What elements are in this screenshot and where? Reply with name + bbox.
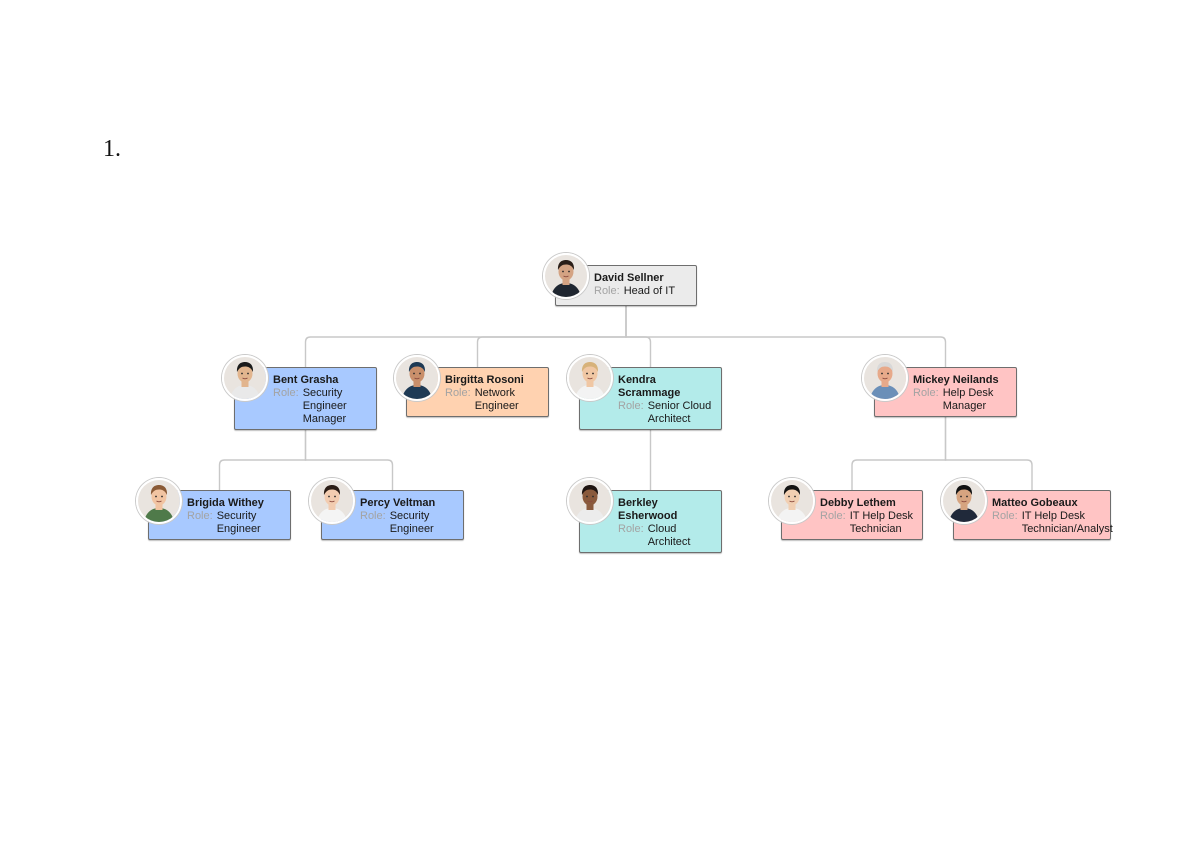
- person-name: Kendra Scrammage: [618, 374, 681, 399]
- person-name: Percy Veltman: [360, 497, 436, 509]
- avatar-debby: [769, 478, 815, 524]
- role-line: Role:Senior Cloud Architect: [618, 400, 718, 426]
- person-name: Bent Grasha: [273, 374, 339, 386]
- avatar-mickey: [862, 355, 908, 401]
- avatar-david: [543, 253, 589, 299]
- role-value: IT Help Desk Technician/Analyst: [1021, 510, 1113, 535]
- avatar-brigida: [136, 478, 182, 524]
- role-value: Head of IT: [623, 285, 676, 297]
- role-line: Role:Security Engineer Manager: [273, 387, 373, 426]
- role-value: IT Help Desk Technician: [849, 510, 914, 535]
- role-value: Network Engineer: [474, 387, 519, 412]
- connector-bent-brigida: [218, 430, 307, 490]
- connector-mickey-debby: [851, 417, 947, 490]
- role-value: Help Desk Manager: [942, 387, 994, 412]
- role-label: Role:: [445, 387, 471, 399]
- role-value: Security Engineer Manager: [302, 387, 347, 425]
- role-line: Role:Network Engineer: [445, 387, 545, 413]
- person-name: Brigida Withey: [187, 497, 264, 509]
- role-label: Role:: [594, 285, 620, 297]
- role-line: Role:Security Engineer: [187, 510, 287, 536]
- person-name: Mickey Neilands: [913, 374, 999, 386]
- role-label: Role:: [992, 510, 1018, 522]
- role-line: Role:Security Engineer: [360, 510, 460, 536]
- role-value: Senior Cloud Architect: [647, 400, 712, 425]
- avatar-matteo: [941, 478, 987, 524]
- role-value: Security Engineer: [216, 510, 261, 535]
- list-number: 1.: [103, 136, 121, 162]
- avatar-percy: [309, 478, 355, 524]
- avatar-birgitta: [394, 355, 440, 401]
- person-name: Matteo Gobeaux: [992, 497, 1078, 509]
- role-label: Role:: [820, 510, 846, 522]
- role-label: Role:: [187, 510, 213, 522]
- role-label: Role:: [360, 510, 386, 522]
- person-name: David Sellner: [594, 272, 664, 284]
- connector-david-mickey: [625, 306, 947, 367]
- role-value: Security Engineer: [389, 510, 434, 535]
- connector-david-birgitta: [476, 306, 627, 367]
- connector-david-bent: [304, 306, 627, 367]
- role-line: Role:Head of IT: [594, 285, 693, 298]
- connector-mickey-matteo: [944, 417, 1033, 490]
- role-label: Role:: [618, 400, 644, 412]
- person-name: Debby Lethem: [820, 497, 896, 509]
- person-name: Berkley Esherwood: [618, 497, 678, 522]
- role-value: Cloud Architect: [647, 523, 691, 548]
- role-label: Role:: [913, 387, 939, 399]
- role-line: Role:IT Help Desk Technician/Analyst: [992, 510, 1113, 536]
- avatar-bent: [222, 355, 268, 401]
- role-line: Role:IT Help Desk Technician: [820, 510, 919, 536]
- role-label: Role:: [273, 387, 299, 399]
- person-name: Birgitta Rosoni: [445, 374, 524, 386]
- role-line: Role:Help Desk Manager: [913, 387, 1013, 413]
- connector-bent-percy: [304, 430, 394, 490]
- avatar-kendra: [567, 355, 613, 401]
- role-line: Role:Cloud Architect: [618, 523, 718, 549]
- avatar-berkley: [567, 478, 613, 524]
- role-label: Role:: [618, 523, 644, 535]
